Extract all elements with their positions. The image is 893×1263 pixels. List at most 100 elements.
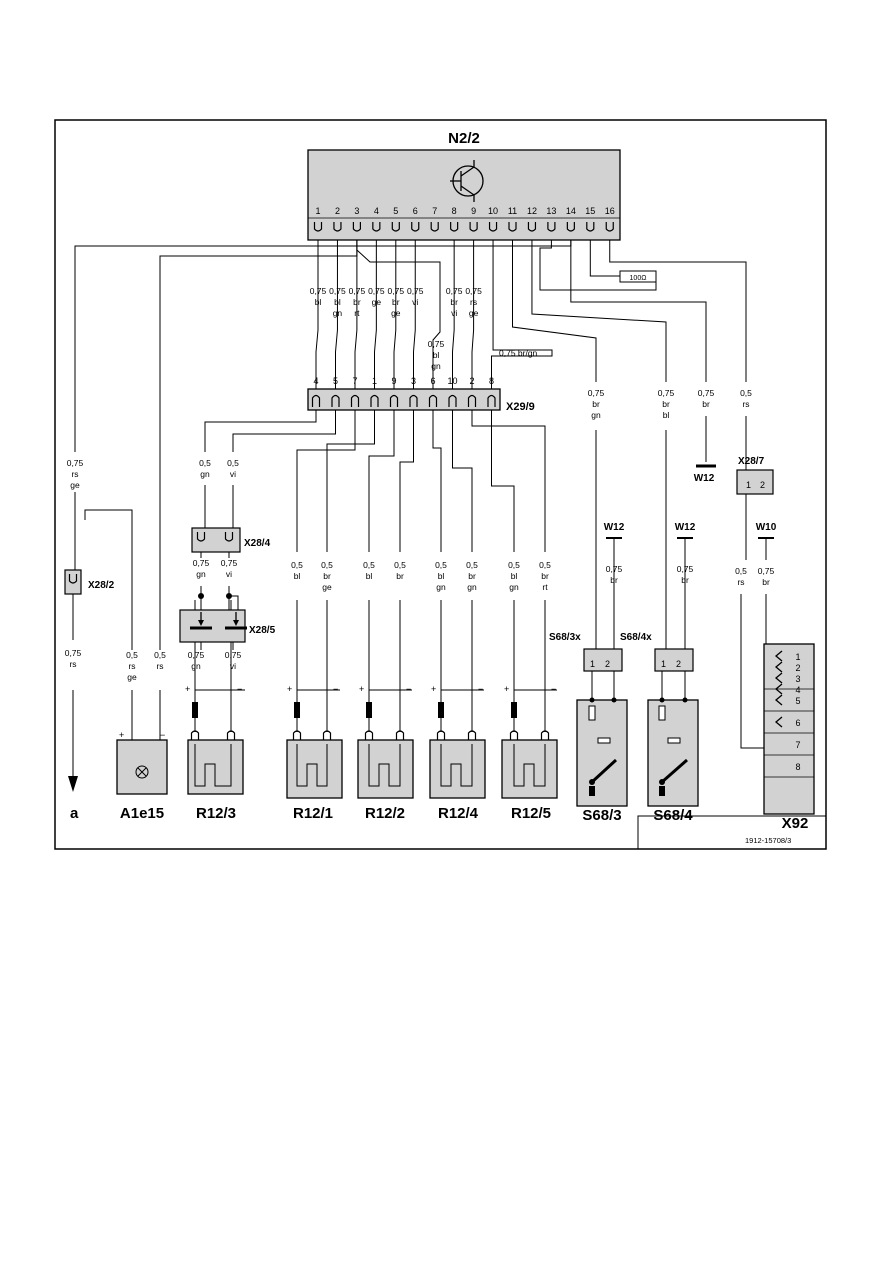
x92-pin-3: 3 bbox=[795, 674, 800, 684]
connector-x29-9 bbox=[307, 388, 501, 411]
wire bbox=[326, 410, 375, 552]
wire-label: 0,5 bbox=[363, 560, 375, 570]
wire-label: 0,75 bbox=[329, 286, 346, 296]
minus-sign: − bbox=[237, 684, 242, 694]
sensor-element-icon bbox=[513, 744, 546, 787]
module-pin-5: 5 bbox=[393, 206, 398, 216]
ground-label-4: W10 bbox=[756, 522, 777, 533]
ntc-resistor-icon bbox=[366, 702, 372, 718]
wire-label: bl bbox=[334, 297, 341, 307]
module-pin-socket-icon bbox=[527, 222, 537, 232]
wire-label: 0,5 bbox=[735, 566, 747, 576]
wire-label: br bbox=[392, 297, 400, 307]
wire-label: gn bbox=[436, 582, 446, 592]
wire-label: 0,5 bbox=[466, 560, 478, 570]
module-pin-13: 13 bbox=[546, 206, 556, 216]
label-r12-4: R12/4 bbox=[438, 805, 479, 822]
wire-label: br bbox=[396, 571, 404, 581]
wire bbox=[335, 240, 338, 390]
wire-label: 0,5 bbox=[435, 560, 447, 570]
sensor-socket-icon bbox=[395, 730, 405, 740]
switch-pivot-icon bbox=[659, 779, 665, 785]
sensor-socket-icon bbox=[509, 730, 519, 740]
wire bbox=[471, 410, 546, 552]
wire-label: rt bbox=[542, 582, 548, 592]
diagram-frame bbox=[54, 119, 827, 850]
x29-9-pin-2: 2 bbox=[469, 376, 474, 386]
module-pin-socket-icon bbox=[508, 222, 517, 232]
wire-label: 0,75 bbox=[677, 564, 694, 574]
ntc-resistor-icon bbox=[511, 702, 517, 718]
label-a: a bbox=[70, 805, 79, 822]
component-r12-4 bbox=[429, 739, 486, 799]
label-r12-1: R12/1 bbox=[293, 805, 333, 822]
lamp-icon bbox=[135, 765, 149, 779]
x29-9-pin-7: 7 bbox=[352, 376, 357, 386]
wire-label: 0,75 bbox=[758, 566, 775, 576]
resistor-icon bbox=[667, 737, 681, 744]
x29-9-socket-icon bbox=[350, 394, 360, 407]
wire-label: br bbox=[681, 575, 689, 585]
module-pin-socket-icon bbox=[547, 222, 556, 232]
resistor-icon bbox=[597, 737, 611, 744]
wire-lines bbox=[72, 240, 776, 780]
wire bbox=[74, 240, 572, 452]
wire-label: rs bbox=[128, 661, 135, 671]
sensor-socket-icon bbox=[292, 730, 302, 740]
ntc-resistor-icon bbox=[192, 702, 198, 718]
label-r12-5: R12/5 bbox=[511, 805, 551, 822]
junction-dot-icon bbox=[198, 593, 204, 599]
x28-4-socket-icon bbox=[196, 532, 206, 542]
wire bbox=[491, 410, 515, 552]
plus-sign: + bbox=[359, 684, 364, 694]
wire bbox=[393, 240, 397, 390]
minus-sign: − bbox=[551, 684, 556, 694]
wire-label: bl bbox=[663, 410, 670, 420]
wire bbox=[452, 240, 455, 390]
wire-label: ge bbox=[127, 672, 137, 682]
x92-pin-6: 6 bbox=[795, 718, 800, 728]
wire-label: 0,75 bbox=[698, 388, 715, 398]
ground-label-3: W12 bbox=[675, 522, 696, 533]
x29-9-pin-6: 6 bbox=[430, 376, 435, 386]
wire-label: br bbox=[450, 297, 458, 307]
wire-label: ge bbox=[70, 480, 80, 490]
arrow-icon bbox=[198, 620, 204, 626]
wire bbox=[354, 240, 358, 390]
wire-label: 0,75 bbox=[428, 339, 445, 349]
wire bbox=[315, 240, 319, 390]
ntc-resistor-icon bbox=[438, 702, 444, 718]
wire-label: gn bbox=[467, 582, 477, 592]
sensor-socket-icon bbox=[322, 730, 332, 740]
module-pin-1: 1 bbox=[315, 206, 320, 216]
module-pin-socket-icon bbox=[313, 222, 323, 232]
connector-x28-2 bbox=[64, 569, 82, 595]
x29-9-pin-3: 3 bbox=[411, 376, 416, 386]
x28-2-label: X28/2 bbox=[88, 580, 115, 591]
module-pin-socket-icon bbox=[469, 222, 478, 232]
plus-sign: + bbox=[431, 684, 436, 694]
module-pin-8: 8 bbox=[452, 206, 457, 216]
sensor-element-icon bbox=[440, 744, 473, 787]
x29-9-socket-icon bbox=[331, 394, 340, 407]
component-x92 bbox=[763, 643, 815, 815]
sensor-socket-icon bbox=[436, 730, 446, 740]
module-pin-3: 3 bbox=[354, 206, 359, 216]
wire bbox=[512, 240, 597, 382]
wire-label: br bbox=[610, 575, 618, 585]
x92-pin-socket-icon bbox=[774, 716, 783, 728]
wire-label: 0,5 bbox=[508, 560, 520, 570]
sensor-socket-icon bbox=[540, 730, 550, 740]
wire bbox=[296, 410, 356, 552]
wire bbox=[740, 594, 772, 749]
x92-pin-5: 5 bbox=[795, 696, 800, 706]
s68-3x-pin-2: 2 bbox=[605, 659, 610, 669]
x92-pin-socket-icon bbox=[774, 661, 783, 673]
a1e15-plus-sign: + bbox=[119, 730, 124, 740]
wire-label: 0,75 bbox=[658, 388, 675, 398]
wire-label: 0,75 bbox=[193, 558, 210, 568]
module-pin-12: 12 bbox=[527, 206, 537, 216]
module-pin-6: 6 bbox=[413, 206, 418, 216]
wire bbox=[471, 240, 475, 390]
